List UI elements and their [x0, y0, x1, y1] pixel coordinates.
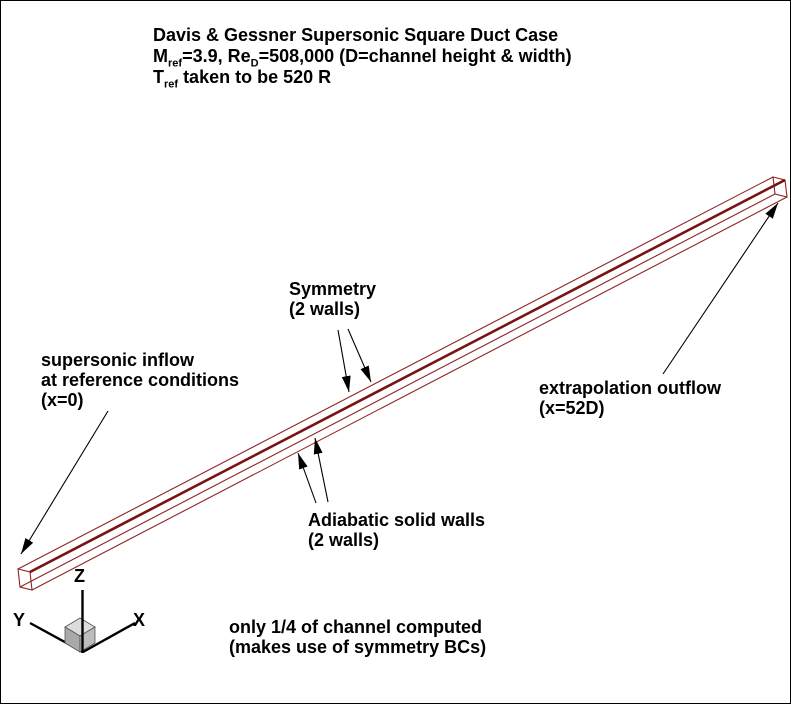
z-axis-label: Z — [74, 566, 85, 586]
quarter-channel-note: only 1/4 of channel computed (makes use … — [229, 617, 486, 657]
note-line2: (makes use of symmetry BCs) — [229, 637, 487, 657]
symmetry-label-line1: Symmetry — [289, 279, 377, 299]
inflow-label-line2: at reference conditions — [41, 370, 240, 390]
cube-right-face — [79, 626, 96, 653]
inflow-label-line3: (x=0) — [41, 390, 84, 410]
outflow-label: extrapolation outflow (x=52D) — [539, 378, 721, 418]
symmetry-label-line2: (2 walls) — [289, 299, 361, 319]
note-line1: only 1/4 of channel computed — [229, 617, 483, 637]
title-line-3: Tref taken to be 520 R — [153, 67, 332, 91]
title-line-1: Davis & Gessner Supersonic Square Duct C… — [153, 25, 559, 45]
outflow-label-line2: (x=52D) — [539, 398, 605, 418]
x-axis-label: X — [133, 610, 146, 630]
duct-edge-bottom-front — [31, 196, 788, 591]
symmetry-arrow-left — [337, 329, 351, 393]
duct-edge-bottom-back — [19, 193, 776, 588]
adiabatic-arrow-left — [297, 452, 317, 504]
duct-wireframe — [17, 176, 788, 591]
title-line-2: Mref=3.9, ReD=508,000 (D=channel height … — [153, 46, 572, 70]
adiabatic-label: Adiabatic solid walls (2 walls) — [308, 510, 485, 550]
symmetry-arrow-right — [347, 328, 372, 383]
adiabatic-label-line2: (2 walls) — [308, 530, 380, 550]
annotation-arrows — [20, 202, 779, 555]
diagram-title: Davis & Gessner Supersonic Square Duct C… — [153, 25, 572, 91]
inflow-label: supersonic inflow at reference condition… — [41, 350, 239, 410]
duct-edge-top-front — [29, 178, 786, 574]
inflow-arrow — [20, 410, 109, 555]
inflow-label-line1: supersonic inflow — [41, 350, 195, 370]
outflow-label-line1: extrapolation outflow — [539, 378, 721, 398]
x-axis-line — [82, 621, 136, 654]
duct-edge-top-back — [17, 176, 774, 570]
outflow-arrow — [662, 202, 779, 375]
y-axis-label: Y — [13, 610, 26, 630]
symmetry-label: Symmetry (2 walls) — [289, 279, 376, 319]
adiabatic-label-line1: Adiabatic solid walls — [308, 510, 486, 530]
origin-cube — [64, 617, 96, 653]
axis-triad — [29, 590, 136, 654]
adiabatic-arrow-right — [313, 437, 329, 503]
